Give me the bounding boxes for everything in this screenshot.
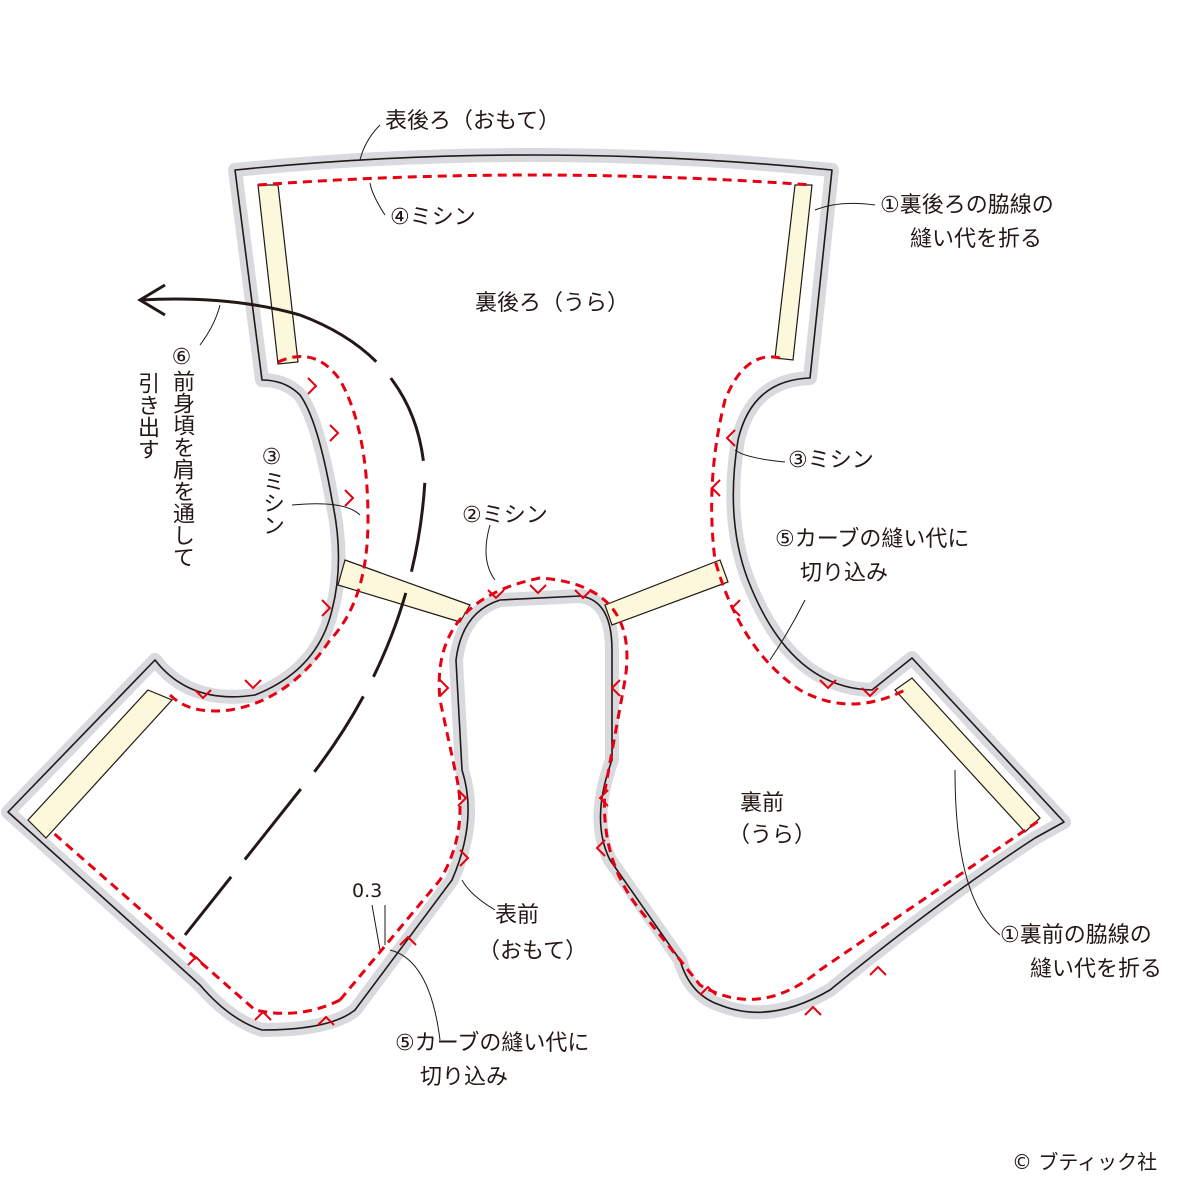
- label-pull-out-1: ⑥前身頃を肩を通して: [169, 345, 194, 568]
- label-front-inner-2: （うら）: [728, 823, 817, 848]
- pull-out-arrow: [139, 297, 301, 317]
- label-fold-front-2: 縫い代を折る: [1030, 957, 1163, 982]
- label-stitch-3-left: ③ミシン: [259, 445, 284, 536]
- label-fold-back-1: ①裏後ろの脇線の: [880, 193, 1054, 218]
- stitch-3-right: [710, 355, 906, 706]
- label-fold-front-1: ①裏前の脇線の: [1000, 923, 1152, 948]
- label-clip-left-2: 切り込み: [420, 1065, 509, 1090]
- label-stitch-3-right: ③ミシン: [788, 448, 874, 473]
- garment-outline-edge: [7, 154, 1065, 1031]
- label-seam-allowance: 0.3: [352, 880, 383, 902]
- label-clip-right-2: 切り込み: [800, 561, 889, 586]
- label-front-outer-1: 表前: [495, 903, 540, 928]
- interfacing-strips: [27, 184, 1041, 839]
- stitch-3-left: [168, 354, 370, 713]
- stitch-4-neck: [257, 173, 813, 187]
- label-back-inner: 裏後ろ（うら）: [475, 291, 630, 316]
- leader-lines: [199, 124, 1001, 1041]
- label-front-outer-2: （おもて）: [478, 939, 588, 964]
- label-stitch-4: ④ミシン: [390, 205, 476, 230]
- arrow-head-icon: [137, 283, 166, 317]
- pull-out-guide: [137, 283, 427, 936]
- strip-side-left: [27, 689, 174, 839]
- label-stitch-2: ②ミシン: [462, 503, 548, 528]
- label-clip-left-1: ⑤カーブの縫い代に: [395, 1031, 590, 1056]
- strip-shoulder-right: [604, 559, 729, 626]
- label-back-outer: 表後ろ（おもて）: [385, 109, 561, 134]
- strip-back-left: [257, 184, 299, 365]
- garment-outline: [1, 148, 1071, 1037]
- strip-shoulder-left: [337, 559, 471, 623]
- copyright-notice: © ブティック社: [1012, 1150, 1158, 1174]
- clip-notches: [187, 377, 887, 1026]
- pull-out-dashed-line: [183, 313, 427, 936]
- label-pull-out-2: 引き出す: [134, 372, 159, 460]
- label-fold-back-2: 縫い代を折る: [910, 227, 1043, 252]
- label-clip-right-1: ⑤カーブの縫い代に: [775, 527, 970, 552]
- label-front-inner-1: 裏前: [740, 791, 785, 816]
- strip-side-right: [894, 677, 1041, 833]
